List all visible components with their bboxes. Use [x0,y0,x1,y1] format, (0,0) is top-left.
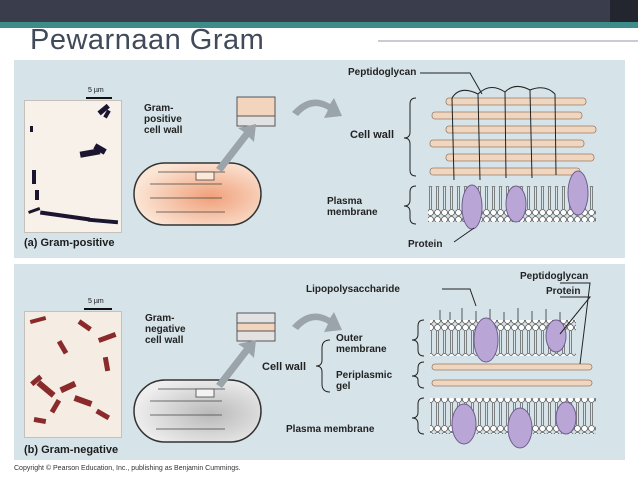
lipopolysaccharide-label: Lipopolysaccharide [306,284,400,295]
gram-negative-brackets [315,282,592,435]
cell-wall-label-b: Cell wall [262,361,307,373]
gram-negative-rod-cell [133,379,262,443]
plasma-membrane-label-b: Plasma membrane [286,424,375,435]
gram-negative-lipopolysaccharide [439,308,561,320]
peptidoglycan-label-b: Peptidoglycan [520,271,589,282]
protein-label-b: Protein [546,286,581,297]
slide-accent-stripe [0,22,638,28]
zoom-arrows [216,98,342,388]
outer-membrane-label: Outer membrane [336,333,387,355]
cell-wall-label-a: Cell wall [350,129,395,141]
gram-positive-wall-label: Gram- positive cell wall [144,103,183,136]
gram-negative-proteins [451,317,577,449]
protein-label-a: Protein [408,239,443,250]
peptidoglycan-label-a: Peptidoglycan [348,67,417,78]
plasma-membrane-label-a: Plasma membrane [327,196,378,218]
copyright-text: Copyright © Pearson Education, Inc., pub… [14,465,241,472]
title-underline [378,40,638,42]
slide-corner-block [610,0,638,22]
gram-positive-crosslinks [451,86,557,181]
gram-negative-bacteria [29,315,117,424]
gram-positive-proteins [461,170,589,230]
gram-negative-caption: (b) Gram-negative [24,444,119,456]
gram-negative-wall-label: Gram- negative cell wall [145,313,186,346]
gram-negative-scale-text: 5 µm [88,298,104,305]
gram-positive-brackets [403,72,483,243]
gram-positive-wall-block [236,96,276,127]
gram-positive-caption: (a) Gram-positive [24,237,115,249]
slide-title: Pewarnaan Gram [30,24,265,56]
periplasmic-gel-label: Periplasmic gel [336,370,393,392]
gram-positive-micrograph [24,100,122,233]
gram-negative-wall-block [236,312,276,342]
gram-negative-peptidoglycan [431,363,593,387]
gram-positive-rod-cell [133,162,262,226]
slide-top-bar [0,0,638,22]
gram-positive-peptidoglycan-layers [429,97,597,176]
gram-positive-scale-text: 5 µm [88,87,104,94]
gram-positive-bacteria [28,103,119,225]
